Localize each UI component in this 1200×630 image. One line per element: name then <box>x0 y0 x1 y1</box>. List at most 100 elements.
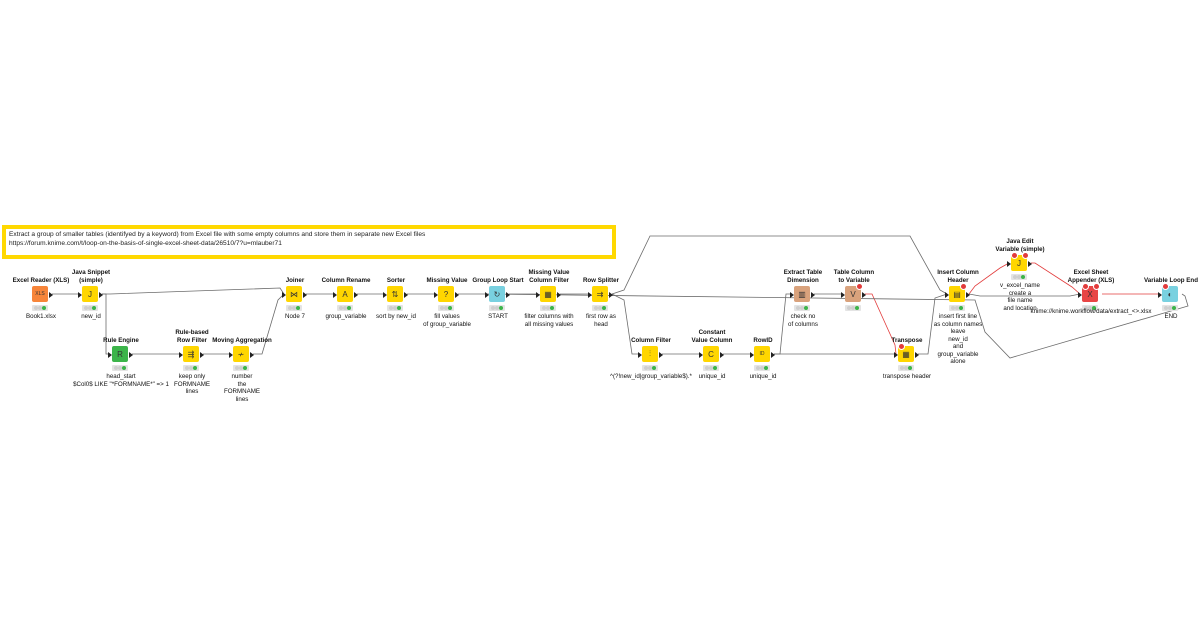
status-dot <box>951 306 955 310</box>
input-port[interactable] <box>1158 292 1162 298</box>
status-dot <box>800 306 804 310</box>
excel-sheet-appender-icon[interactable]: X <box>1082 286 1098 302</box>
output-port[interactable] <box>49 292 53 298</box>
output-port[interactable] <box>200 352 204 358</box>
output-port[interactable] <box>915 352 919 358</box>
input-port[interactable] <box>1078 292 1082 298</box>
excel-reader-icon[interactable]: XLS <box>32 286 48 302</box>
workflow-annotation[interactable]: Extract a group of smaller tables (ident… <box>2 225 616 259</box>
flow-variable-out-port[interactable] <box>960 283 967 290</box>
connection[interactable] <box>968 293 1081 297</box>
flow-variable-connection[interactable] <box>968 262 1010 295</box>
output-port[interactable] <box>811 292 815 298</box>
flow-variable-connection[interactable] <box>1031 262 1081 295</box>
flow-variable-out-port[interactable] <box>856 283 863 290</box>
rule-row-filter-icon[interactable]: ⇶ <box>183 346 199 362</box>
input-port[interactable] <box>750 352 754 358</box>
output-port[interactable] <box>557 292 561 298</box>
connection[interactable] <box>611 293 640 355</box>
output-port[interactable] <box>771 352 775 358</box>
flow-variable-in-port[interactable] <box>1082 283 1089 290</box>
node-status-traffic-light <box>183 365 199 371</box>
status-dot <box>292 306 296 310</box>
extract-table-dimension-icon[interactable]: ▥ <box>794 286 810 302</box>
input-port[interactable] <box>333 292 337 298</box>
variable-loop-end-icon[interactable]: ◐ <box>1162 286 1178 302</box>
output-port[interactable] <box>99 292 103 298</box>
node-status-traffic-light <box>898 365 914 371</box>
node-title: Transpose <box>891 336 923 344</box>
input-port[interactable] <box>485 292 489 298</box>
node-label: Node 7 <box>285 313 305 320</box>
node-label: v_excel_name create a file name and loca… <box>1000 282 1040 312</box>
column-rename-icon[interactable]: A <box>337 286 353 302</box>
connection[interactable] <box>102 293 110 355</box>
flow-variable-in-port[interactable] <box>1011 252 1018 259</box>
flow-variable-in-port[interactable] <box>1162 283 1169 290</box>
row-splitter-icon[interactable]: ⇉ <box>592 286 608 302</box>
rule-engine-icon[interactable]: R <box>112 346 128 362</box>
input-port[interactable] <box>179 352 183 358</box>
input-port[interactable] <box>588 292 592 298</box>
output-port[interactable] <box>1028 261 1032 267</box>
rowid-icon[interactable]: ID <box>754 346 770 362</box>
table-column-to-variable-icon[interactable]: V <box>845 286 861 302</box>
constant-value-column-icon[interactable]: C <box>703 346 719 362</box>
input-port[interactable] <box>1007 261 1011 267</box>
output-port[interactable] <box>455 292 459 298</box>
insert-column-header-icon[interactable]: ▤ <box>949 286 965 302</box>
connection[interactable] <box>918 293 948 355</box>
node-status-traffic-light <box>794 305 810 311</box>
output-port[interactable] <box>303 292 307 298</box>
output-port[interactable] <box>966 292 970 298</box>
java-snippet-icon[interactable]: J <box>82 286 98 302</box>
input-port[interactable] <box>383 292 387 298</box>
input-port[interactable] <box>282 292 286 298</box>
sorter-icon[interactable]: ⇅ <box>387 286 403 302</box>
input-port[interactable] <box>894 352 898 358</box>
joiner-icon[interactable]: ⋈ <box>286 286 302 302</box>
output-port[interactable] <box>506 292 510 298</box>
node-title: Excel Reader (XLS) <box>12 276 70 284</box>
flow-variable-out-port[interactable] <box>1093 283 1100 290</box>
input-port[interactable] <box>790 292 794 298</box>
connection[interactable] <box>253 293 285 355</box>
node-label: new_id <box>81 313 101 320</box>
column-filter-icon[interactable]: ⫶ <box>642 346 658 362</box>
input-port[interactable] <box>78 292 82 298</box>
input-port[interactable] <box>945 292 949 298</box>
output-port[interactable] <box>659 352 663 358</box>
annotation-link[interactable]: https://forum.knime.com/t/loop-on-the-ba… <box>9 240 282 247</box>
connection[interactable] <box>611 235 948 295</box>
output-port[interactable] <box>404 292 408 298</box>
transpose-icon[interactable]: ▦ <box>898 346 914 362</box>
flow-variable-in-port[interactable] <box>898 343 905 350</box>
flow-variable-connection[interactable] <box>865 293 897 355</box>
node-title: Moving Aggregation <box>212 336 272 344</box>
input-port[interactable] <box>699 352 703 358</box>
moving-aggregation-icon[interactable]: ≁ <box>233 346 249 362</box>
input-port[interactable] <box>434 292 438 298</box>
output-port[interactable] <box>354 292 358 298</box>
input-port[interactable] <box>536 292 540 298</box>
input-port[interactable] <box>638 352 642 358</box>
flow-variable-out-port[interactable] <box>1022 252 1029 259</box>
status-dot <box>847 306 851 310</box>
output-port[interactable] <box>250 352 254 358</box>
connection[interactable] <box>486 293 1189 359</box>
output-port[interactable] <box>862 292 866 298</box>
missing-value-column-filter-icon[interactable]: ▦ <box>540 286 556 302</box>
java-edit-variable-icon[interactable]: J <box>1011 255 1027 271</box>
output-port[interactable] <box>609 292 613 298</box>
group-loop-start-icon[interactable]: ↻ <box>489 286 505 302</box>
input-port[interactable] <box>841 292 845 298</box>
output-port[interactable] <box>720 352 724 358</box>
output-port[interactable] <box>129 352 133 358</box>
input-port[interactable] <box>229 352 233 358</box>
node-status-traffic-light <box>387 305 403 311</box>
input-port[interactable] <box>108 352 112 358</box>
status-dot <box>908 366 912 370</box>
missing-value-icon[interactable]: ? <box>438 286 454 302</box>
connection[interactable] <box>102 287 285 295</box>
